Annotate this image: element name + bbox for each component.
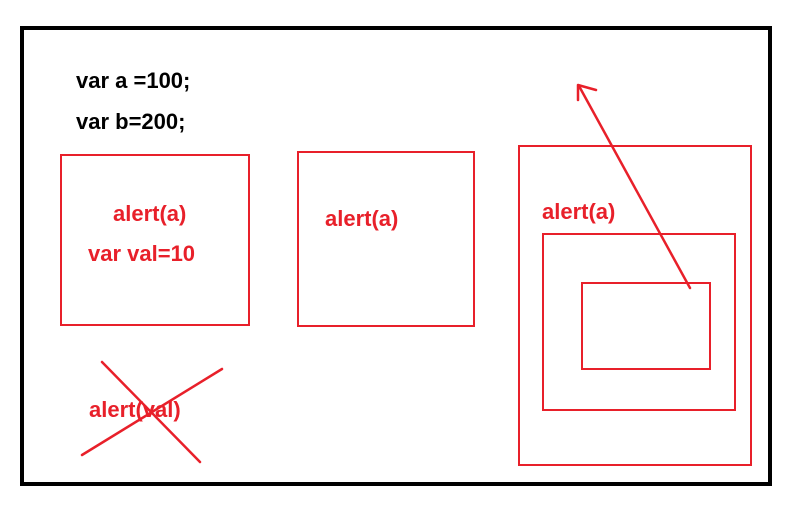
outer-frame <box>20 26 772 486</box>
scope3-alert: alert(a) <box>542 199 616 224</box>
scope2-alert: alert(a) <box>325 206 399 231</box>
function-scope-1 <box>60 154 250 326</box>
function-scope-3-inner <box>581 282 711 370</box>
crossed-alert-val: alert(val) <box>89 397 181 422</box>
scope1-alert: alert(a) <box>113 201 187 226</box>
global-var-b: var b=200; <box>76 109 186 134</box>
scope1-local-var: var val=10 <box>88 241 196 266</box>
global-var-a: var a =100; <box>76 68 191 93</box>
function-scope-2 <box>297 151 475 327</box>
